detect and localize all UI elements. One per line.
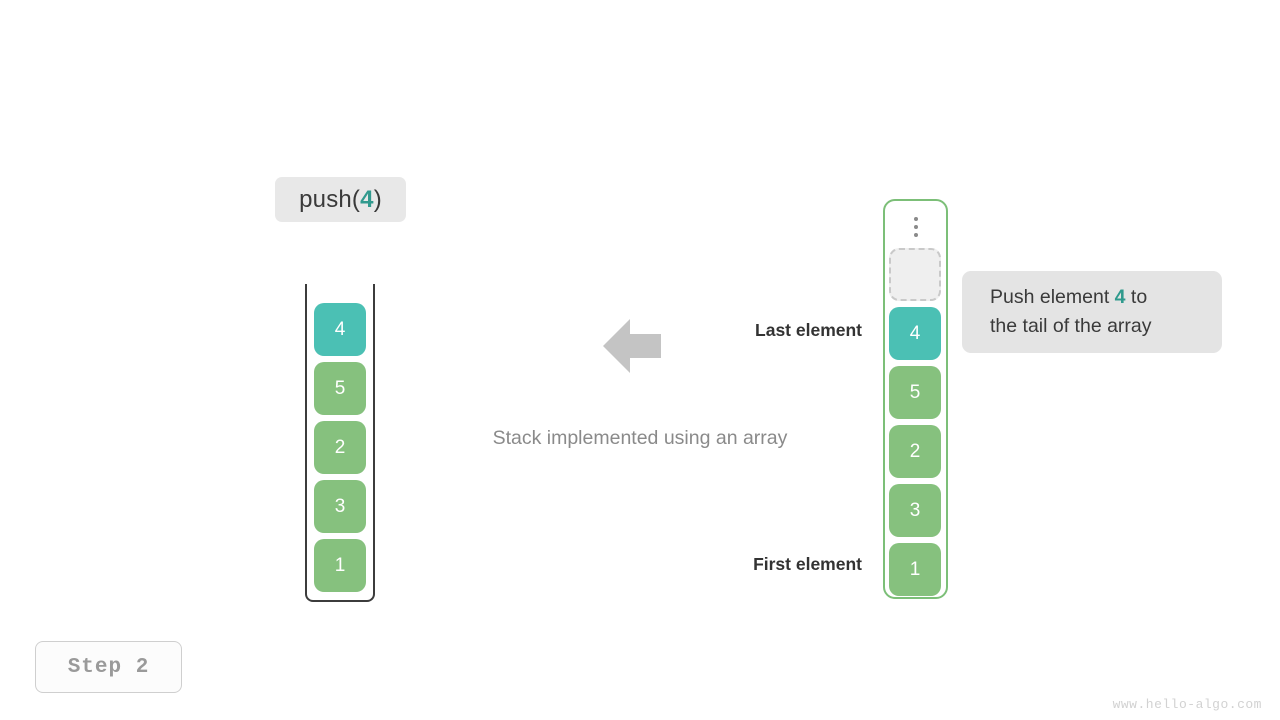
callout-line1-accent: 4 (1114, 286, 1126, 308)
step-badge: Step 2 (35, 641, 182, 693)
last-element-label: Last element (755, 320, 862, 340)
operation-suffix: ) (373, 185, 382, 213)
stack-container: 4 5 2 3 1 (305, 284, 375, 602)
array-cell: 4 (889, 307, 941, 360)
array-cell: 3 (889, 484, 941, 537)
callout-line1-suffix: to (1125, 286, 1148, 308)
array-container: 4 5 2 3 1 (883, 199, 948, 599)
ellipsis-dot (913, 217, 918, 221)
stack-cell-list: 4 5 2 3 1 (314, 303, 366, 592)
array-cell: 5 (889, 366, 941, 419)
ellipsis-dot (913, 233, 918, 237)
arrow-left-icon (603, 319, 661, 373)
array-cell-list: 4 5 2 3 1 (889, 248, 941, 596)
array-empty-slot (889, 248, 941, 301)
operation-argument: 4 (360, 185, 374, 213)
ellipsis-dot (913, 225, 918, 229)
callout-line1-prefix: Push element (990, 286, 1115, 308)
stack-cell: 1 (314, 539, 366, 592)
stack-cell: 4 (314, 303, 366, 356)
stack-cell: 5 (314, 362, 366, 415)
diagram-caption: Stack implemented using an array (492, 427, 788, 449)
vertical-ellipsis-icon (885, 213, 946, 241)
watermark: www.hello-algo.com (1112, 697, 1262, 712)
first-element-label: First element (753, 554, 862, 574)
stack-floor (305, 584, 375, 602)
operation-badge: push(4) (275, 177, 406, 222)
array-cell: 1 (889, 543, 941, 596)
array-cell: 2 (889, 425, 941, 478)
stack-wall-left (305, 284, 307, 592)
stack-cell: 3 (314, 480, 366, 533)
callout-line2: the tail of the array (990, 315, 1152, 337)
stack-cell: 2 (314, 421, 366, 474)
callout-text: Push element 4 to the tail of the array (990, 283, 1152, 341)
annotation-callout: Push element 4 to the tail of the array (962, 271, 1222, 353)
stack-wall-right (373, 284, 375, 592)
operation-prefix: push( (299, 185, 361, 213)
